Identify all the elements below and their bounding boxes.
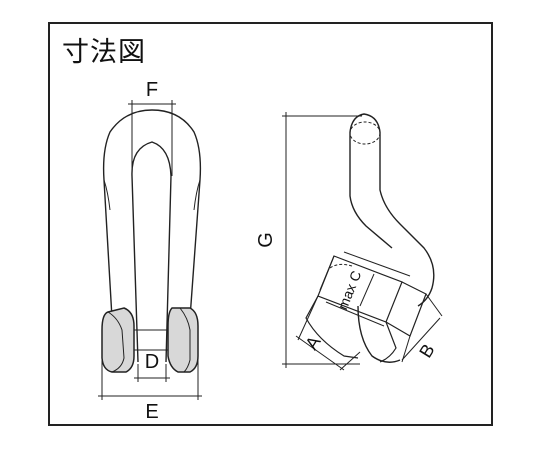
dimension-b [401, 293, 443, 363]
dimension-c [319, 255, 375, 307]
label-b: B [415, 340, 438, 361]
shackle-side-view [305, 113, 435, 363]
label-e: E [145, 401, 158, 423]
diagram-frame [48, 22, 493, 426]
label-f: F [146, 79, 158, 101]
dimension-d [134, 364, 170, 382]
label-a: A [301, 332, 324, 353]
dimension-a [295, 295, 361, 371]
diagram-title: 寸法図 [62, 37, 146, 68]
label-d: D [145, 351, 159, 373]
label-g: G [255, 232, 277, 248]
shackle-front-view [101, 109, 202, 373]
dimension-e [98, 340, 202, 400]
dimension-f [128, 100, 176, 176]
